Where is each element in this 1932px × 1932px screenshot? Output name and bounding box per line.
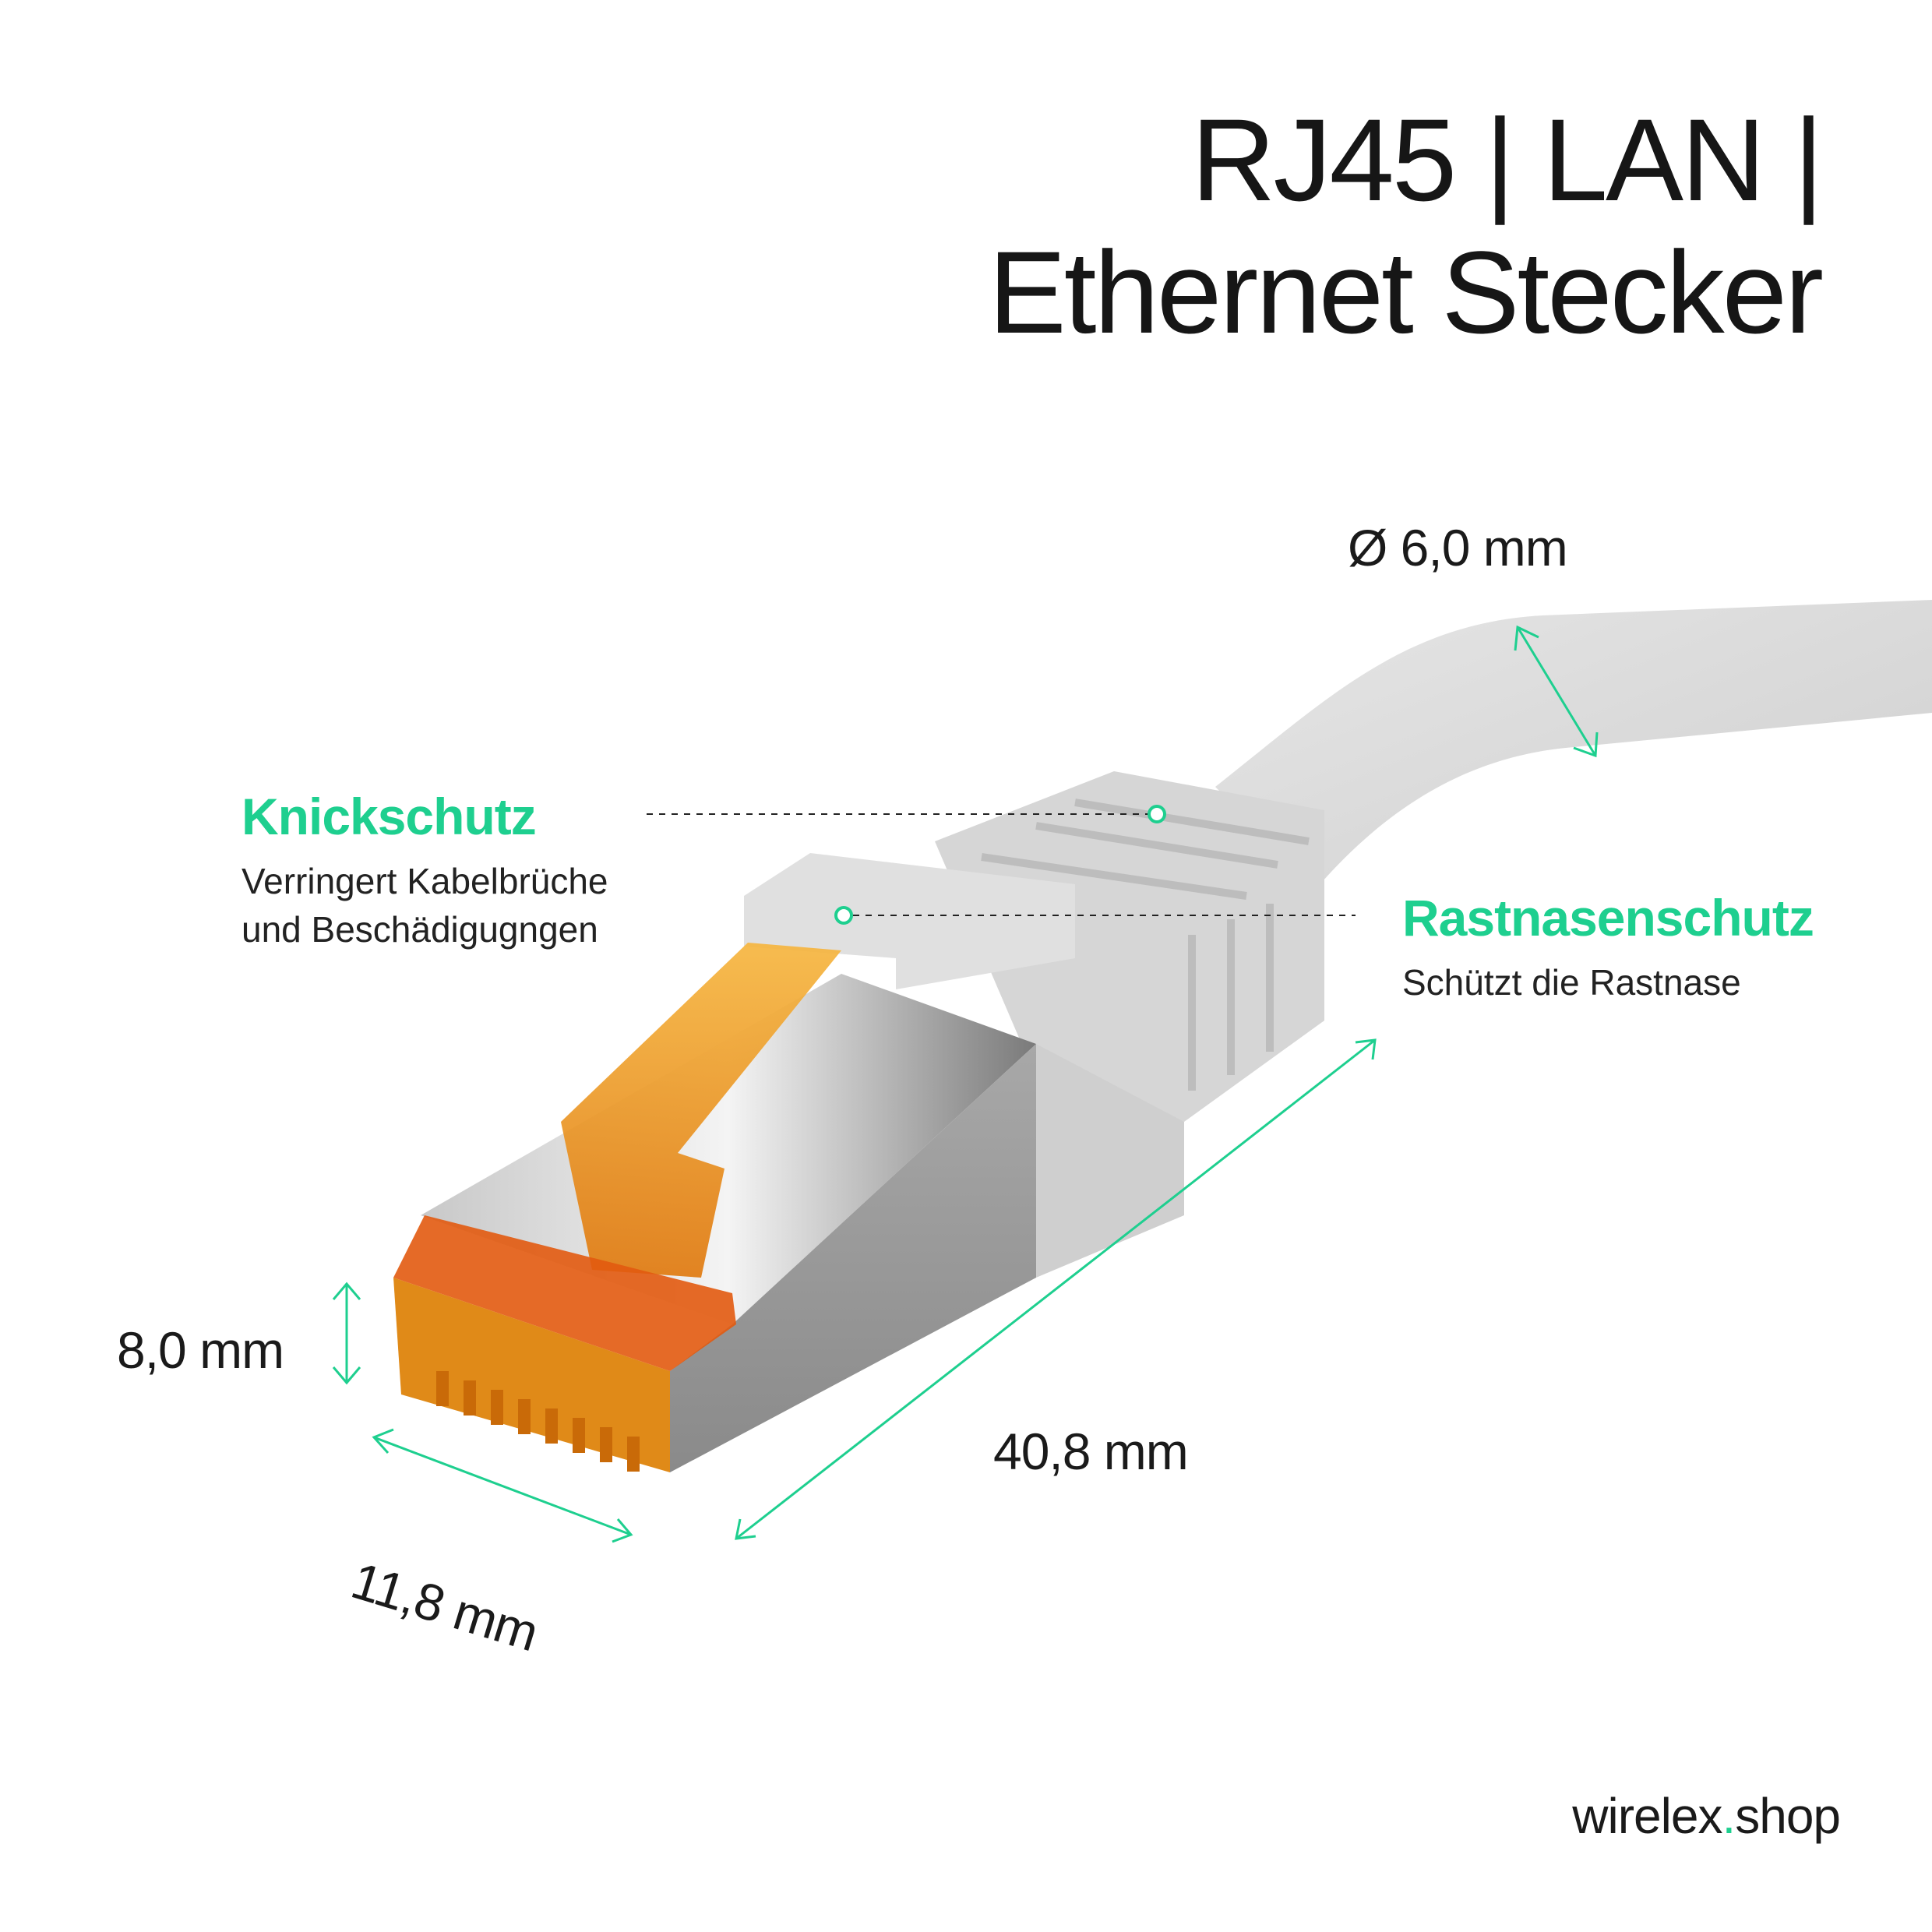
diameter-arrow [1514, 625, 1599, 758]
amber-latch [561, 943, 841, 1278]
page-title-line-1: RJ45 | LAN | [1191, 94, 1824, 225]
latch-protector [744, 853, 1075, 989]
rastnasenschutz-marker [834, 906, 853, 925]
metal-shield-top [421, 974, 1036, 1324]
rastnasenschutz-description: Schützt die Rastnase [1402, 962, 1741, 1003]
cable-diameter-label: Ø 6,0 mm [1348, 519, 1568, 576]
metal-shield-side [670, 1044, 1036, 1472]
length-arrow [735, 1038, 1377, 1540]
knickschutz-desc-line-2: und Beschädigugngen [242, 909, 598, 950]
knickschutz-desc-line-1: Verringert Kabelbrüche [242, 861, 608, 901]
height-arrow [332, 1282, 361, 1385]
rastnasenschutz-title: Rastnasenschutz [1402, 889, 1814, 947]
brand-name: wirelex [1572, 1788, 1722, 1844]
knickschutz-description: Verringert Kabelbrüche und Beschädigugng… [242, 857, 608, 954]
length-label: 40,8 mm [993, 1423, 1189, 1480]
connector-nose [393, 1215, 736, 1371]
knickschutz-marker [1148, 805, 1166, 823]
width-arrow [372, 1428, 633, 1543]
brand-tld: shop [1735, 1788, 1841, 1844]
brand-logo: wirelex.shop [1572, 1787, 1841, 1845]
boot-ribs [981, 799, 1310, 1091]
connector-front [393, 1278, 670, 1472]
page-title-line-2: Ethernet Stecker [988, 227, 1824, 358]
height-label: 8,0 mm [117, 1321, 284, 1379]
knickschutz-title: Knickschutz [242, 788, 537, 845]
contact-pins [436, 1371, 640, 1472]
cable [1215, 600, 1932, 888]
brand-dot: . [1722, 1788, 1736, 1844]
